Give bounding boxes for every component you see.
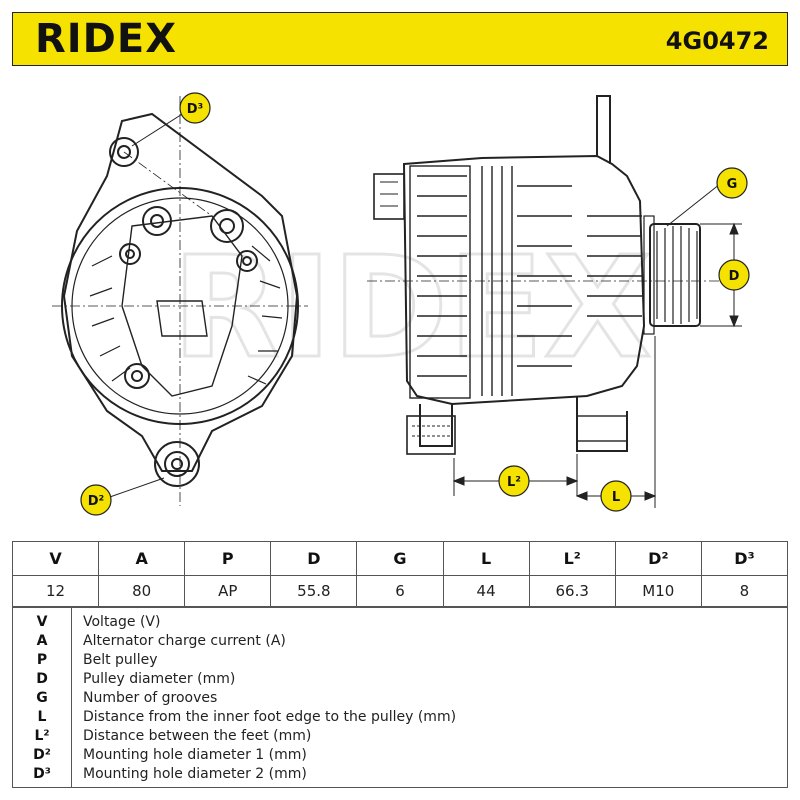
legend-row: D³ Mounting hole diameter 2 (mm) (13, 765, 789, 784)
legend-desc: Distance from the inner foot edge to the… (83, 709, 457, 725)
callout-d3: D³ (131, 92, 211, 147)
legend-row: D² Mounting hole diameter 1 (mm) (13, 746, 789, 765)
header-bar: RIDEX 4G0472 (12, 12, 788, 66)
watermark: RIDEX (172, 227, 652, 390)
legend-key: L (37, 709, 47, 725)
legend-key: L² (34, 728, 50, 744)
spec-value: 55.8 (270, 575, 358, 607)
legend-key: G (36, 690, 48, 706)
callout-d: D (718, 259, 750, 291)
legend-desc: Alternator charge current (A) (83, 633, 286, 649)
legend-desc: Mounting hole diameter 2 (mm) (83, 766, 307, 782)
spec-header: L (442, 541, 530, 576)
spec-header: D³ (700, 541, 789, 576)
svg-text:D³: D³ (187, 102, 204, 117)
spec-header: D² (614, 541, 702, 576)
legend-row: A Alternator charge current (A) (13, 632, 789, 651)
svg-text:L: L (612, 490, 620, 505)
legend-desc: Mounting hole diameter 1 (mm) (83, 747, 307, 763)
part-number: 4G0472 (665, 27, 769, 55)
spec-header: G (356, 541, 444, 576)
spec-table: V A P D G L L² D² D³ 12 80 AP 55.8 6 44 … (11, 541, 789, 607)
spec-value-row: 12 80 AP 55.8 6 44 66.3 M10 8 (11, 575, 789, 607)
legend-key: P (36, 652, 48, 668)
legend-desc: Number of grooves (83, 690, 218, 706)
callout-d2: D² (80, 477, 165, 516)
callout-l: L (600, 480, 632, 512)
brand-logo: RIDEX (35, 16, 178, 62)
spec-value: M10 (614, 575, 702, 607)
spec-header: P (184, 541, 272, 576)
legend-row: D Pulley diameter (mm) (13, 670, 789, 689)
legend-desc: Voltage (V) (83, 614, 161, 630)
spec-header: V (11, 541, 100, 576)
legend-row: V Voltage (V) (13, 613, 789, 632)
svg-text:D: D (729, 269, 740, 284)
legend-desc: Belt pulley (83, 652, 158, 668)
legend-row: L² Distance between the feet (mm) (13, 727, 789, 746)
legend-key: A (36, 633, 48, 649)
spec-header-row: V A P D G L L² D² D³ (11, 541, 789, 576)
legend-key: D² (33, 747, 51, 763)
spec-value: 6 (356, 575, 444, 607)
spec-header: D (270, 541, 358, 576)
legend-row: P Belt pulley (13, 651, 789, 670)
spec-value: 66.3 (528, 575, 616, 607)
spec-value: AP (184, 575, 272, 607)
front-view (52, 96, 308, 506)
spec-header: L² (528, 541, 616, 576)
svg-text:G: G (727, 177, 738, 192)
legend-row: G Number of grooves (13, 689, 789, 708)
spec-value: 8 (700, 575, 789, 607)
legend-desc: Distance between the feet (mm) (83, 728, 312, 744)
spec-value: 80 (98, 575, 186, 607)
callout-l2: L² (498, 465, 530, 497)
spec-header: A (98, 541, 186, 576)
legend-box: V Voltage (V) A Alternator charge curren… (12, 607, 788, 788)
callout-g: G (716, 167, 748, 199)
alternator-drawing: RIDEX (52, 92, 750, 516)
spec-value: 44 (442, 575, 530, 607)
svg-text:D²: D² (88, 494, 105, 509)
legend-key: D³ (33, 766, 51, 782)
legend-row: L Distance from the inner foot edge to t… (13, 708, 789, 727)
spec-value: 12 (11, 575, 100, 607)
side-view (367, 95, 722, 455)
legend-divider (71, 608, 72, 787)
legend-key: D (36, 671, 48, 687)
legend-desc: Pulley diameter (mm) (83, 671, 236, 687)
svg-text:L²: L² (507, 475, 521, 490)
legend-key: V (36, 614, 48, 630)
dimension-lines (452, 183, 742, 508)
